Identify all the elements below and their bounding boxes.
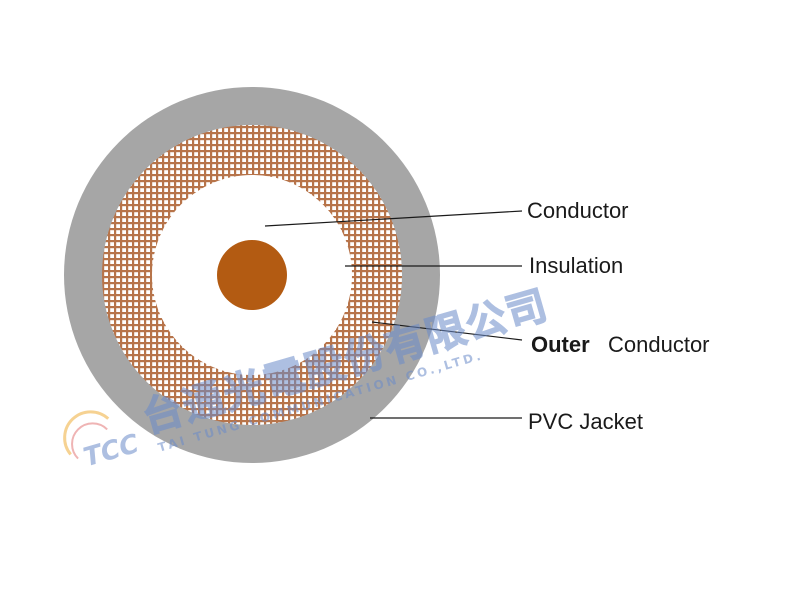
outer-conductor-label-prefix: Outer xyxy=(531,332,590,357)
svg-text:TCC: TCC xyxy=(80,429,142,473)
pvc-jacket-label: PVC Jacket xyxy=(528,409,643,434)
outer-conductor-label-suffix: Conductor xyxy=(608,332,710,357)
insulation-label: Insulation xyxy=(529,253,623,278)
outer-conductor-leader-line xyxy=(371,321,523,341)
conductor-label: Conductor xyxy=(527,198,629,223)
inner-conductor-core xyxy=(217,240,287,310)
conductor-leader-line xyxy=(264,210,523,227)
